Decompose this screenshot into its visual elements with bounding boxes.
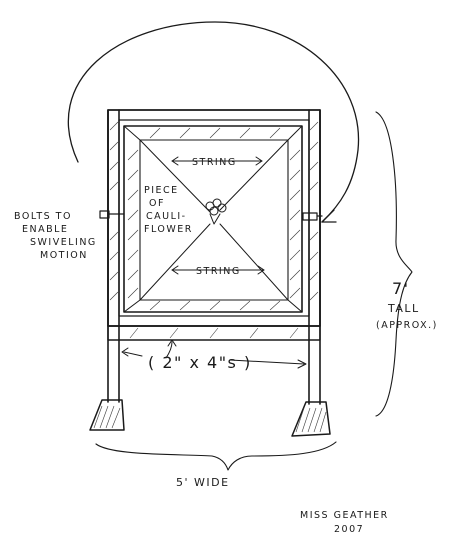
svg-text:BOLTS TO: BOLTS TO <box>14 211 72 222</box>
crossbar-leaders <box>121 339 307 369</box>
svg-text:SWIVELING: SWIVELING <box>30 237 97 248</box>
width-bracket <box>95 441 337 471</box>
swivel-arc <box>67 21 360 223</box>
string-bottom-label: STRING <box>196 266 241 277</box>
svg-text:PIECE: PIECE <box>144 185 179 196</box>
svg-text:MISS GEATHER: MISS GEATHER <box>300 510 389 521</box>
inner-frame <box>123 125 303 313</box>
height-label: 7' TALL (APPROX.) <box>376 279 438 331</box>
svg-text:FLOWER: FLOWER <box>144 224 193 235</box>
strings <box>139 139 289 301</box>
left-leg <box>89 109 125 431</box>
bolt-left <box>99 210 125 219</box>
svg-text:CAULI-: CAULI- <box>146 211 187 222</box>
cauliflower-icon <box>205 198 227 225</box>
string-bottom-arrow <box>171 265 265 275</box>
svg-text:7': 7' <box>392 279 410 298</box>
svg-text:OF: OF <box>149 198 165 209</box>
crossbar-label: ( 2" x 4"s ) <box>148 353 252 372</box>
string-top-label: STRING <box>192 157 237 168</box>
right-leg <box>291 109 331 437</box>
svg-text:TALL: TALL <box>387 302 420 315</box>
string-top-arrow <box>171 156 263 166</box>
svg-text:(APPROX.): (APPROX.) <box>376 320 438 331</box>
width-label: 5' WIDE <box>176 476 230 489</box>
svg-text:MOTION: MOTION <box>40 250 88 261</box>
svg-text:2007: 2007 <box>334 524 364 535</box>
cauliflower-label: PIECE OF CAULI- FLOWER <box>144 185 193 235</box>
crossbar <box>107 325 321 341</box>
bolts-label: BOLTS TO ENABLE SWIVELING MOTION <box>14 211 97 261</box>
signature: MISS GEATHER 2007 <box>300 510 389 535</box>
svg-text:ENABLE: ENABLE <box>22 224 68 235</box>
height-bracket <box>375 111 413 417</box>
